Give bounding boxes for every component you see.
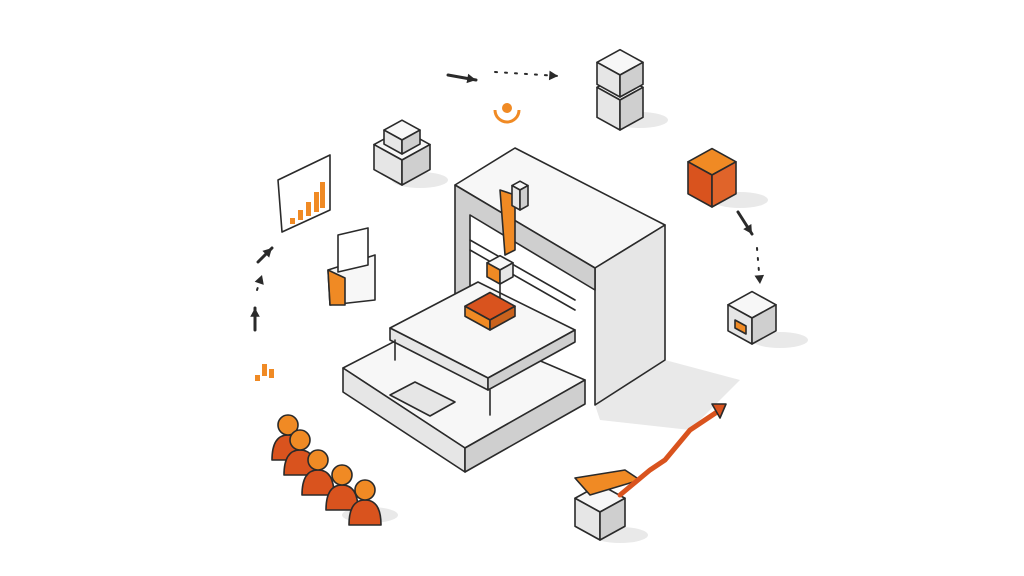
- chart-bar: [298, 210, 303, 220]
- cube-left: [511, 184, 521, 211]
- printed-object: [464, 291, 516, 331]
- gauge-icon: [493, 109, 521, 124]
- arrow-icon: [250, 306, 260, 332]
- cube-right: [619, 61, 644, 98]
- arrow-icon: [256, 246, 274, 264]
- chart-board-icon: [277, 154, 331, 233]
- cube-right: [401, 143, 431, 186]
- chart-bar: [314, 192, 319, 212]
- print-arm: [499, 189, 516, 256]
- cube-right: [619, 86, 644, 131]
- arrow-head: [254, 275, 264, 285]
- trend-arrowhead: [711, 403, 727, 419]
- orange-cube-icon: [687, 147, 737, 208]
- cube-right: [599, 497, 626, 541]
- arrow-icon: [446, 73, 478, 84]
- person-icon: [325, 464, 359, 511]
- cube-right: [489, 305, 516, 331]
- person-head: [307, 449, 329, 471]
- cube-right: [401, 129, 421, 155]
- trend-arrow-icon: [617, 407, 723, 498]
- tray: [389, 381, 456, 417]
- cube-icon: [383, 119, 421, 155]
- print-bed-edge: [487, 329, 576, 391]
- arrow-head: [250, 308, 260, 317]
- arrow-head: [548, 70, 558, 81]
- cube-right: [499, 262, 514, 285]
- gantry-rail: [469, 249, 576, 311]
- arrow-icon: [736, 210, 754, 236]
- chart-bar: [306, 202, 311, 216]
- arrow-head: [743, 224, 752, 234]
- person-head: [277, 414, 299, 436]
- person-head: [354, 479, 376, 501]
- arrow-icon: [754, 247, 765, 285]
- cube-label: [734, 319, 747, 335]
- arrow-head: [466, 73, 476, 84]
- mini-chart-bar: [262, 364, 267, 376]
- cube-right: [519, 184, 529, 211]
- people-group-icon: [271, 414, 382, 526]
- cube-icons: [373, 48, 777, 541]
- arrow-icons: [250, 70, 765, 332]
- chart-bar: [290, 218, 295, 224]
- person-head: [331, 464, 353, 486]
- arrow-line: [256, 274, 263, 291]
- person-icon: [301, 449, 335, 496]
- chart-bar: [320, 182, 325, 208]
- printer-shadow: [595, 360, 740, 430]
- mini-chart-bar: [255, 375, 260, 381]
- gantry-rail: [469, 239, 576, 301]
- gauge-center: [502, 103, 512, 113]
- cube-right: [751, 303, 777, 345]
- z-axis-motor: [511, 180, 529, 211]
- document-holder-side: [327, 269, 346, 306]
- misc-icons: [255, 103, 727, 498]
- arrow-line: [494, 71, 559, 77]
- 3d-printer: [342, 147, 666, 473]
- arrow-icon: [254, 274, 264, 291]
- person-head: [289, 429, 311, 451]
- printer-frame-side: [594, 224, 666, 406]
- document-icon: [337, 227, 369, 273]
- cube-right: [711, 161, 737, 208]
- arrow-icon: [494, 70, 559, 81]
- printer-base-right: [464, 379, 586, 473]
- print-head: [486, 254, 514, 285]
- mini-chart-bar: [269, 369, 274, 378]
- person-icon: [348, 479, 382, 526]
- cube-icon: [596, 48, 644, 98]
- arrow-head: [754, 274, 765, 284]
- arrow-head: [262, 248, 272, 258]
